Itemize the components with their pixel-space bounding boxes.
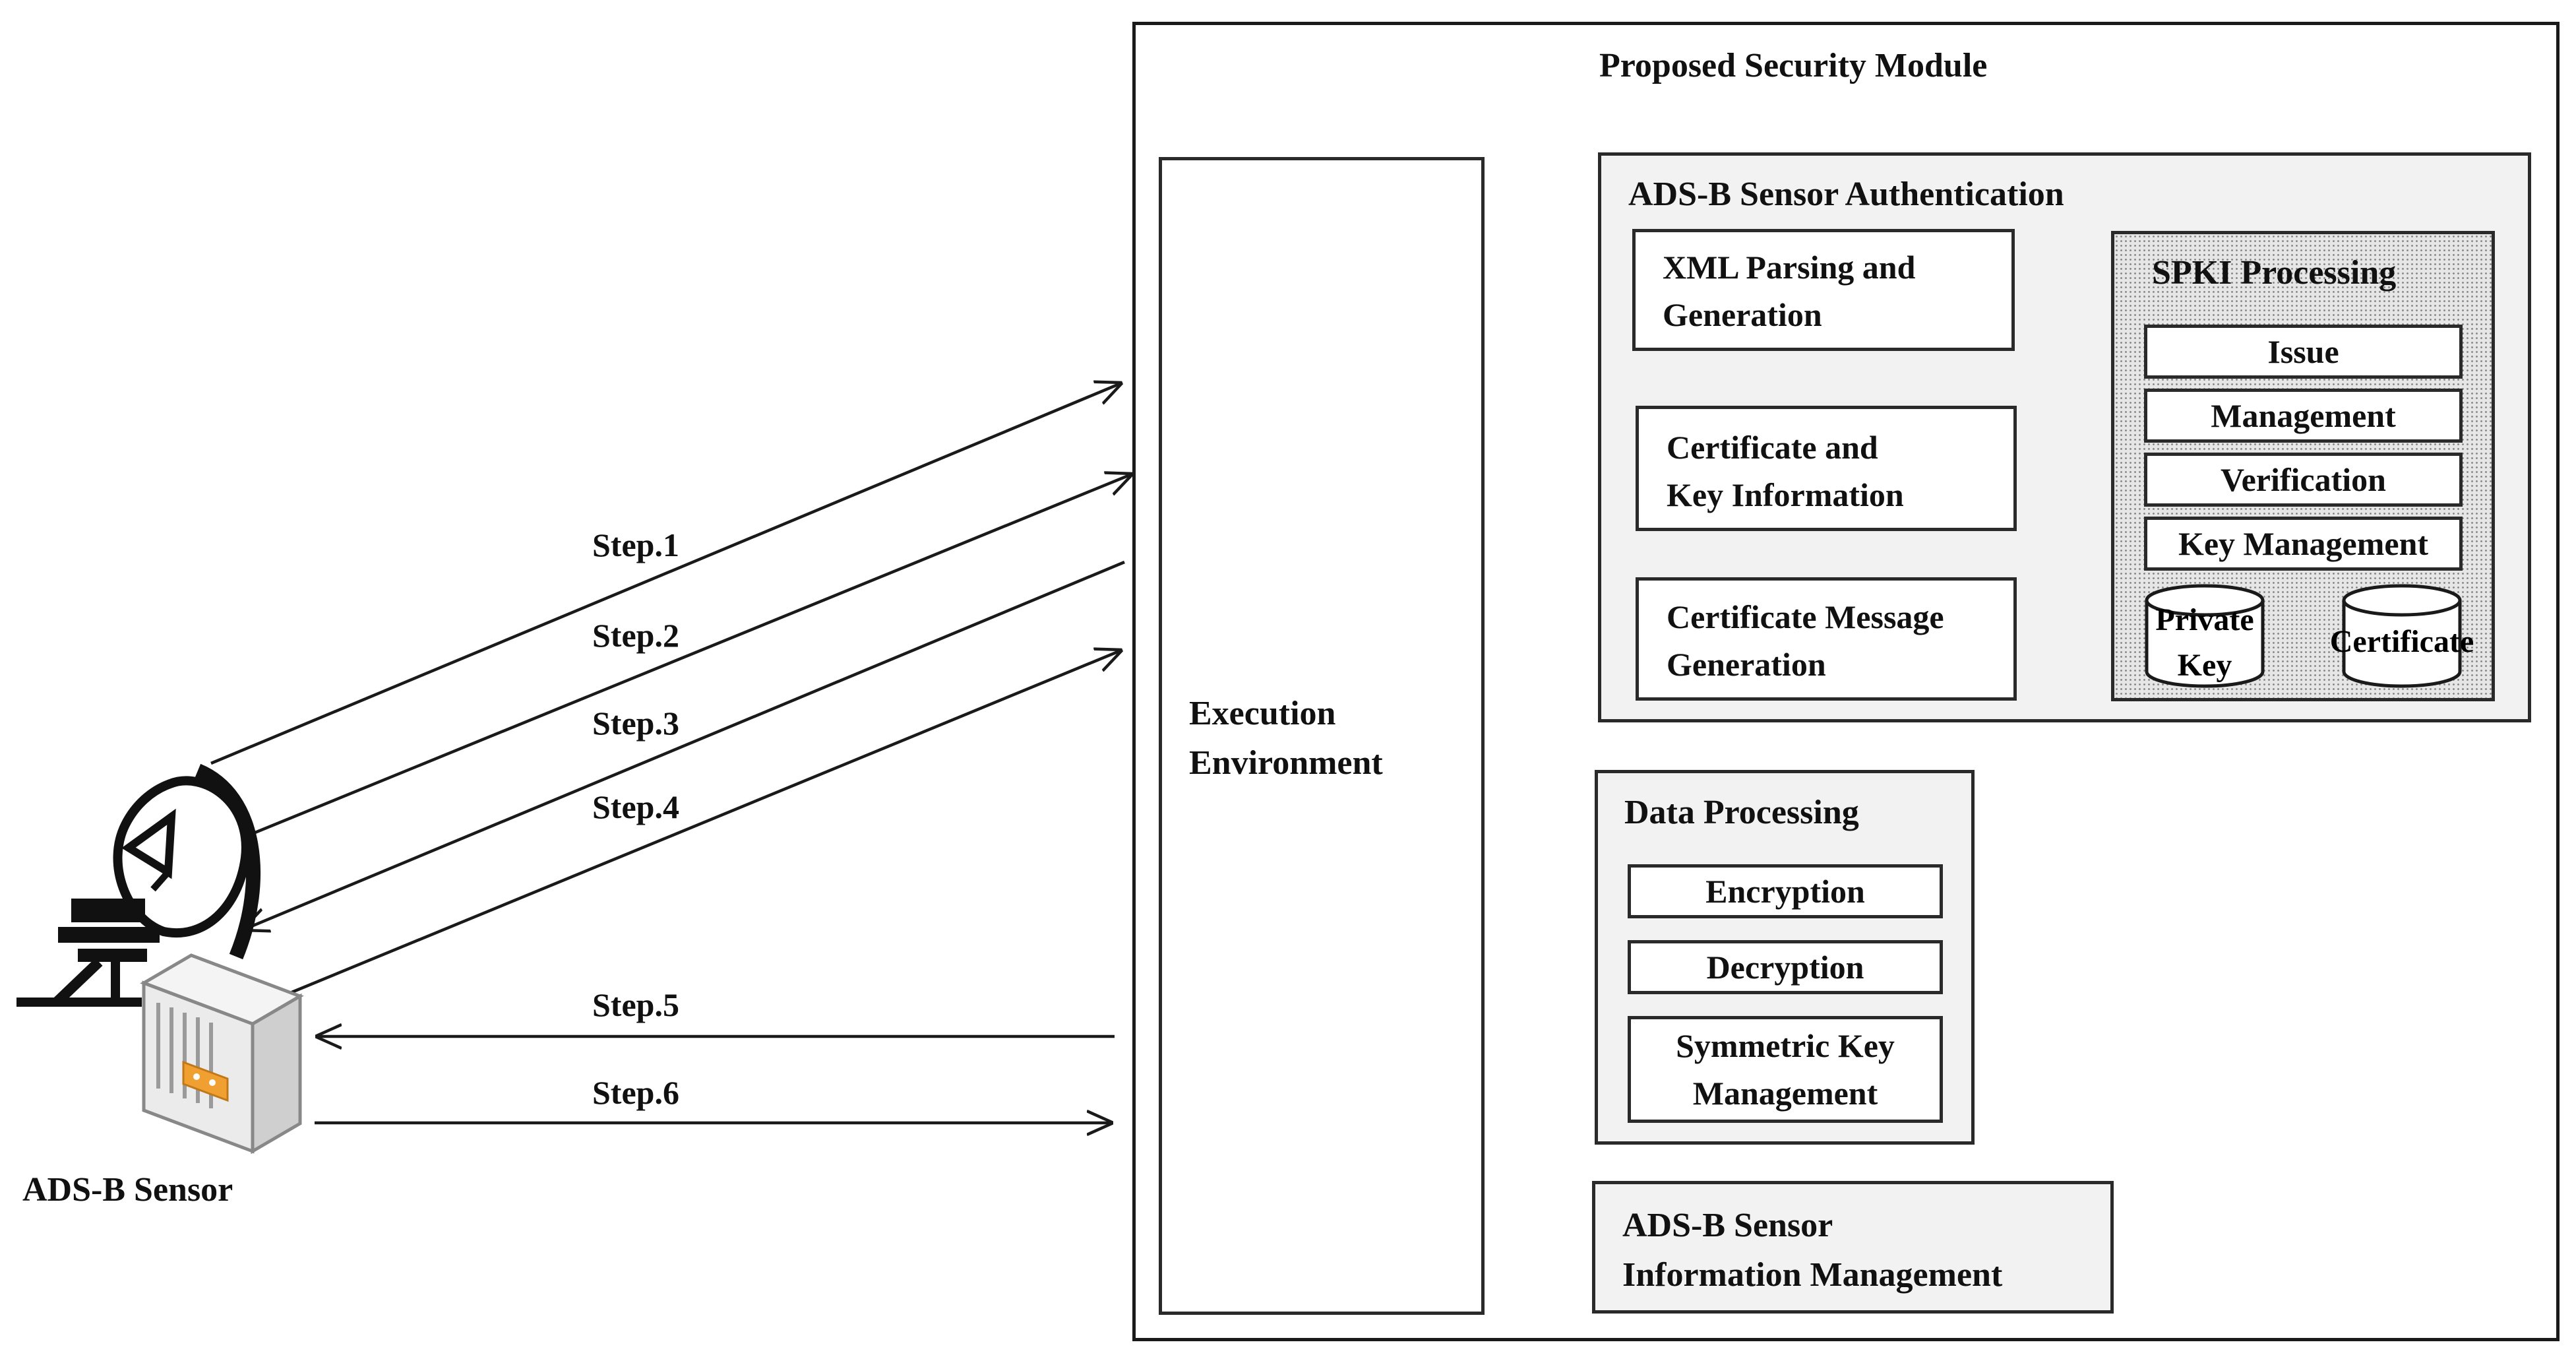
spki-title: SPKI Processing bbox=[2152, 254, 2397, 292]
step-label-4: Step.4 bbox=[592, 788, 679, 825]
arrow-step-3 bbox=[242, 560, 1125, 930]
certificate-message-box bbox=[1636, 577, 2017, 701]
spki-item-verification: Verification bbox=[2144, 453, 2463, 507]
xml-parsing-box bbox=[1632, 229, 2015, 351]
step-label-3: Step.3 bbox=[592, 705, 679, 742]
step-label-5: Step.5 bbox=[592, 986, 679, 1023]
symmetric-key-box bbox=[1628, 1016, 1943, 1123]
step-label-6: Step.6 bbox=[592, 1074, 679, 1111]
step-label-1: Step.1 bbox=[592, 526, 679, 563]
private-key-store bbox=[2145, 584, 2265, 688]
authentication-title: ADS-B Sensor Authentication bbox=[1628, 175, 2064, 213]
private-key-line1: Private bbox=[2155, 602, 2254, 637]
step-label-2: Step.2 bbox=[592, 617, 679, 654]
xml-parsing-line2: Generation bbox=[1663, 296, 1822, 333]
certificate-message-line1: Certificate Message bbox=[1667, 598, 1944, 635]
spki-item-issue: Issue bbox=[2144, 325, 2463, 379]
information-management-box bbox=[1592, 1181, 2114, 1314]
certificate-store-label: Certificate bbox=[2330, 624, 2474, 659]
sensor-label: ADS-B Sensor bbox=[22, 1171, 233, 1209]
symmetric-key-line2: Management bbox=[1692, 1075, 1878, 1112]
certificate-store bbox=[2342, 584, 2462, 688]
execution-environment-line2: Environment bbox=[1189, 744, 1383, 782]
spki-item-management: Management bbox=[2144, 389, 2463, 443]
spki-item-key-management: Key Management bbox=[2144, 517, 2463, 571]
arrow-step-1 bbox=[210, 383, 1122, 765]
execution-environment-box bbox=[1159, 157, 1485, 1315]
certificate-key-info-line2: Key Information bbox=[1667, 476, 1904, 513]
certificate-key-info-line1: Certificate and bbox=[1667, 429, 1878, 466]
server-icon bbox=[140, 953, 304, 1155]
xml-parsing-line1: XML Parsing and bbox=[1663, 249, 1916, 286]
data-processing-title: Data Processing bbox=[1624, 794, 1859, 831]
information-management-line2: Information Management bbox=[1622, 1256, 2003, 1294]
module-title: Proposed Security Module bbox=[1599, 47, 1988, 84]
information-management-line1: ADS-B Sensor bbox=[1622, 1207, 1833, 1244]
decryption-box: Decryption bbox=[1628, 940, 1943, 994]
execution-environment-line1: Execution bbox=[1189, 695, 1336, 732]
certificate-key-info-box bbox=[1636, 406, 2017, 531]
arrow-step-2 bbox=[245, 474, 1133, 839]
arrow-step-4 bbox=[290, 650, 1122, 995]
encryption-box: Encryption bbox=[1628, 864, 1943, 918]
symmetric-key-line1: Symmetric Key bbox=[1676, 1027, 1895, 1064]
certificate-message-line2: Generation bbox=[1667, 646, 1826, 683]
private-key-line2: Key bbox=[2178, 648, 2232, 683]
